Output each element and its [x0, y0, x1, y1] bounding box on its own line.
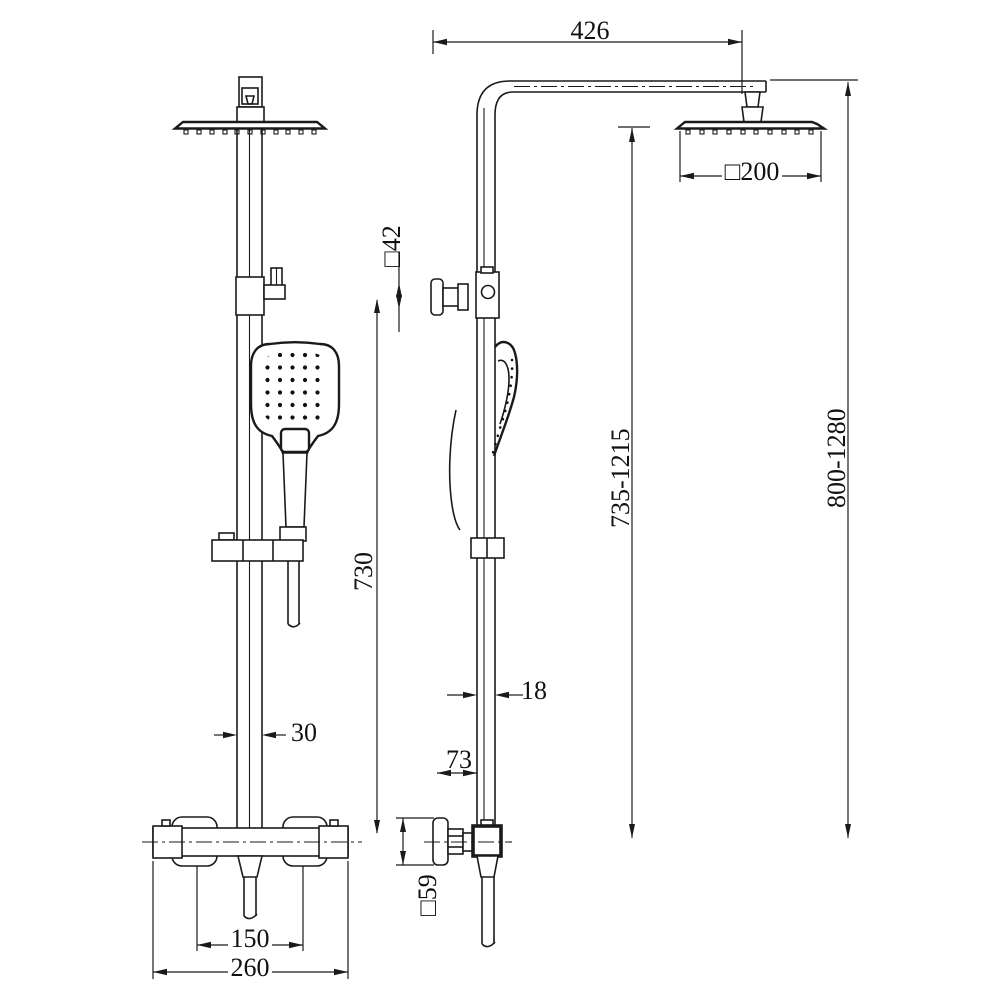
hand-shower-front [249, 340, 341, 542]
dimension-column-width: 30 [214, 718, 317, 747]
front-view [142, 76, 362, 920]
dimension-mixer-width: 260 [152, 861, 349, 982]
shower-column-front [171, 76, 329, 828]
dimension-head-size: □200 [679, 131, 822, 186]
dim-label-pipe-width: 18 [521, 676, 547, 705]
dimension-top-reach: 426 [432, 16, 743, 94]
bracket-knob [480, 284, 496, 300]
rain-head-side [673, 120, 829, 135]
dim-label-pipe-height-range: 735-1215 [606, 428, 635, 528]
dimension-wall-clearance: 73 [437, 745, 477, 777]
hand-shower-side [448, 340, 519, 531]
thermostatic-mixer-front [142, 816, 362, 920]
slider-holder-front [211, 532, 304, 628]
dimension-column-length: 730 [349, 299, 380, 834]
dimension-valve-size: □59 [396, 817, 442, 916]
dimension-pipe-width: 18 [447, 676, 547, 705]
dim-label-head-size: □200 [725, 157, 780, 186]
mixer-outlet [236, 855, 264, 878]
side-view [424, 80, 829, 948]
dimension-pipe-height-range: 735-1215 [606, 126, 650, 838]
dim-label-outlet-spacing: 150 [231, 924, 270, 953]
dim-label-mixer-width: 260 [231, 953, 270, 982]
dim-label-top-reach: 426 [571, 16, 610, 45]
spray-face-dots [262, 353, 328, 423]
dimension-outlet-spacing: 150 [196, 866, 304, 953]
dim-label-valve-size: □59 [413, 874, 442, 916]
slider-holder-side [470, 537, 505, 559]
dim-label-bracket-size: □42 [377, 225, 406, 267]
dimensions: 426 □200 □42 735-1215 [152, 16, 858, 982]
dimension-overall-height-range: 800-1280 [770, 79, 858, 838]
diverter-valve [235, 267, 286, 316]
wall-bracket-side [430, 266, 500, 319]
rain-head-nozzles-side [685, 129, 814, 135]
shower-arm-side [476, 80, 767, 826]
dim-label-column-width: 30 [291, 718, 317, 747]
rain-head-nozzles-front [183, 129, 317, 135]
dim-label-overall-height-range: 800-1280 [822, 408, 851, 508]
dimension-bracket-size: □42 [377, 225, 406, 332]
hand-shower-button [279, 427, 311, 454]
dim-label-column-length: 730 [349, 552, 378, 591]
dim-label-wall-clearance: 73 [446, 745, 472, 774]
mixer-valve-side [424, 817, 512, 948]
